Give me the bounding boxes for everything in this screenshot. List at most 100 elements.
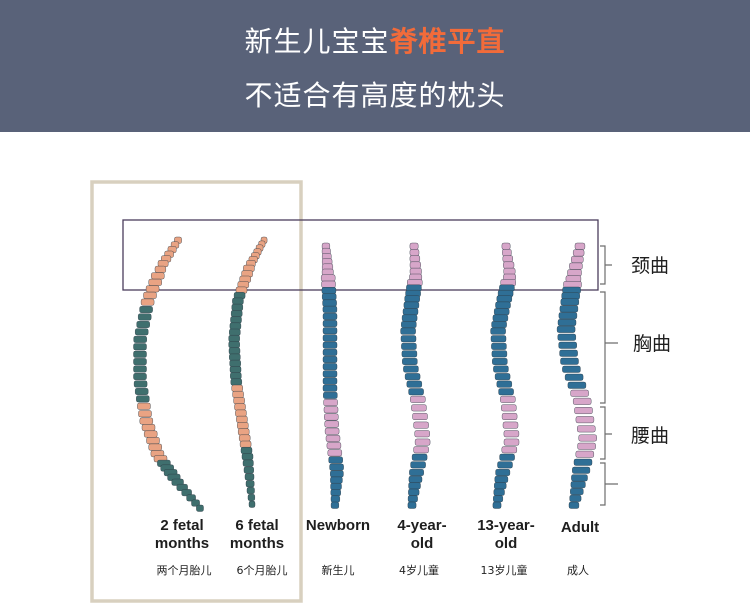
vertebra [234,403,246,411]
vertebra [231,303,244,311]
vertebra [409,255,420,263]
vertebra [139,306,153,313]
vertebra [330,476,343,484]
fetal-highlight-frame [90,180,303,603]
vertebra [499,453,515,461]
vertebra [231,384,243,392]
vertebra [409,469,424,476]
vertebra [330,489,341,497]
vertebra [413,421,429,429]
vertebra [323,399,338,406]
vertebra [401,342,417,350]
vertebra [409,242,419,250]
vertebra [322,327,338,335]
vertebra [575,416,595,424]
vertebra [557,319,577,326]
stage-cn-4-year-old: 4岁儿童 [399,564,439,577]
vertebra [573,249,585,257]
vertebra [141,424,156,431]
vertebra [559,305,579,313]
spine-6-fetal-months [228,236,268,508]
vertebra [401,350,418,358]
vertebra [247,494,256,501]
vertebra [408,482,421,490]
vertebra [240,447,253,454]
vertebra [570,488,584,495]
vertebra [503,267,516,275]
vertebra [495,301,511,309]
vertebra [402,308,419,316]
stage-cn-13-year-old: 13岁儿童 [480,564,528,577]
vertebra [139,417,154,425]
vertebra [230,310,243,317]
vertebra [328,456,343,464]
vertebra [137,402,151,410]
vertebra [572,466,591,474]
vertebra [322,320,338,327]
vertebra [502,255,513,263]
vertebra [578,434,597,442]
vertebra [322,377,338,385]
vertebra [133,350,147,358]
vertebra [401,321,417,328]
vertebra [414,430,430,438]
vertebra [413,446,429,454]
vertebra [246,487,255,494]
vertebra [501,446,517,454]
vertebra [196,504,204,512]
header-subtitle: 不适合有高度的枕头 [244,79,506,112]
vertebra [561,292,580,300]
vertebra [229,353,241,361]
spine-4-year-old [400,242,431,509]
vertebra [323,406,339,414]
vertebra [322,370,338,378]
vertebra [491,350,508,358]
stage-label-13-year-old: 13-year-old [451,517,561,553]
vertebra [232,297,244,305]
header-title-prefix: 新生儿宝宝 [244,25,390,58]
vertebra [501,404,517,412]
vertebra [491,321,507,328]
vertebra [322,348,338,356]
curve-label-thoracic: 胸曲 [633,333,672,355]
vertebra [560,357,579,365]
vertebra [503,438,520,446]
vertebra [143,291,157,299]
stage-label-line1: 13-year- [477,517,535,534]
vertebra [322,313,338,320]
vertebra [233,397,245,405]
vertebra [403,365,419,373]
spine-2-fetal-months [133,236,204,512]
vertebra [408,475,423,483]
vertebra [408,488,420,496]
vertebra [326,442,342,450]
vertebra [564,373,584,381]
vertebra [491,342,507,350]
vertebra [133,373,147,380]
vertebra [134,388,149,395]
vertebra [230,378,243,386]
vertebra [502,249,512,257]
vertebra [571,474,588,482]
vertebra [414,438,431,446]
stage-label-line1: Newborn [305,517,371,534]
lumbar-bracket [600,406,612,460]
vertebra [327,449,342,457]
vertebra [573,397,592,405]
vertebra [229,366,242,373]
vertebra [138,410,152,418]
vertebra [329,463,344,471]
vertebra [490,335,507,343]
vertebra [503,430,520,438]
vertebra [241,453,254,461]
spine-newborn [321,242,344,509]
vertebra [557,333,576,341]
cervical-region-box [122,219,599,291]
header-banner: 新生儿宝宝脊椎平直 不适合有高度的枕头 [0,0,750,132]
vertebra [502,421,519,429]
vertebra [134,328,149,336]
stage-label-line2: old [410,535,434,552]
vertebra [558,341,577,349]
